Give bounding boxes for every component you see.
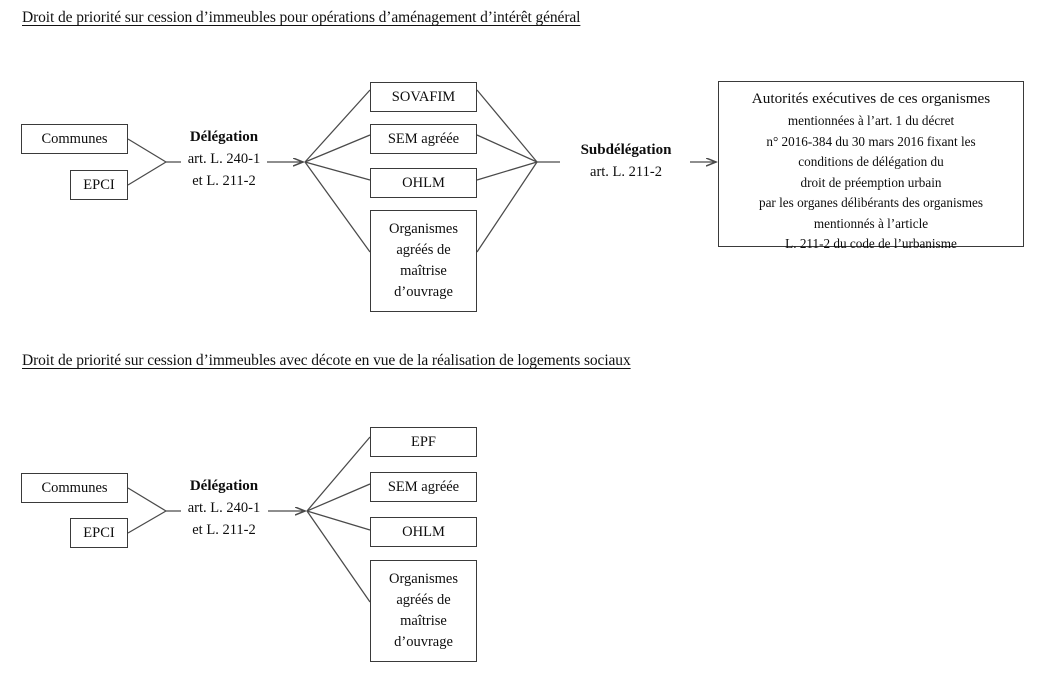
authority-line: n° 2016-384 du 30 mars 2016 fixant les (766, 133, 976, 149)
node-communes-1[interactable]: Communes (21, 124, 128, 154)
delegation-line-2: et L. 211-2 (192, 173, 256, 189)
node-organismes-1[interactable]: Organismes agréés de maîtrise d’ouvrage (370, 210, 477, 312)
node-communes-2[interactable]: Communes (21, 473, 128, 503)
delegation-line-1: art. L. 240-1 (187, 500, 261, 516)
node-label: OHLM (402, 174, 445, 191)
node-label: OHLM (402, 523, 445, 540)
node-label-line: maîtrise (400, 613, 447, 629)
label-delegation-2: Délégation art. L. 240-1 et L. 211-2 (181, 475, 267, 541)
subdelegation-heading: Subdélégation (580, 142, 672, 158)
node-epf[interactable]: EPF (370, 427, 477, 457)
authority-text-box: Autorités exécutives de ces organismes m… (718, 81, 1024, 251)
node-ohlm-2[interactable]: OHLM (370, 517, 477, 547)
node-label-line: Organismes (388, 221, 458, 237)
delegation-line-1: art. L. 240-1 (187, 151, 261, 167)
node-label-line: Organismes (388, 571, 458, 587)
section-1-title: Droit de priorité sur cession d’immeuble… (22, 9, 581, 26)
node-label: SEM agréée (387, 478, 460, 495)
node-sem-agreee-2[interactable]: SEM agréée (370, 472, 477, 502)
authority-line: mentionnés à l’article (813, 215, 929, 231)
authority-line: droit de préemption urbain (800, 174, 942, 190)
node-label: EPCI (83, 524, 115, 541)
node-label-line: agréés de (396, 592, 451, 608)
subdelegation-line-1: art. L. 211-2 (590, 164, 662, 180)
node-label: Communes (41, 479, 108, 496)
node-label-line: maîtrise (400, 263, 447, 279)
authority-line: conditions de délégation du (798, 154, 944, 169)
node-label: SEM agréée (387, 130, 460, 147)
node-sovafim[interactable]: SOVAFIM (370, 82, 477, 112)
node-label-line: d’ouvrage (394, 284, 453, 300)
node-label: Communes (41, 130, 108, 147)
node-label: EPCI (83, 176, 115, 193)
node-label: EPF (411, 433, 436, 450)
node-label-line: agréés de (396, 242, 451, 258)
node-sem-agreee-1[interactable]: SEM agréée (370, 124, 477, 154)
authority-line: mentionnées à l’art. 1 du décret (787, 113, 955, 128)
label-delegation-1: Délégation art. L. 240-1 et L. 211-2 (181, 126, 267, 192)
node-epci-1[interactable]: EPCI (70, 170, 128, 200)
node-ohlm-1[interactable]: OHLM (370, 168, 477, 198)
node-label: SOVAFIM (391, 88, 456, 105)
delegation-line-2: et L. 211-2 (192, 522, 256, 538)
node-label-line: d’ouvrage (394, 634, 453, 650)
node-organismes-2[interactable]: Organismes agréés de maîtrise d’ouvrage (370, 560, 477, 662)
authority-lead-line: Autorités exécutives de ces organismes (751, 90, 991, 107)
section-2-title: Droit de priorité sur cession d’immeuble… (22, 352, 631, 369)
delegation-heading: Délégation (189, 478, 259, 494)
delegation-heading: Délégation (189, 129, 259, 145)
node-epci-2[interactable]: EPCI (70, 518, 128, 548)
authority-line: L. 211-2 du code de l’urbanisme (785, 236, 957, 251)
authority-line: par les organes délibérants des organism… (758, 195, 983, 210)
label-subdelegation: Subdélégation art. L. 211-2 (562, 139, 690, 183)
